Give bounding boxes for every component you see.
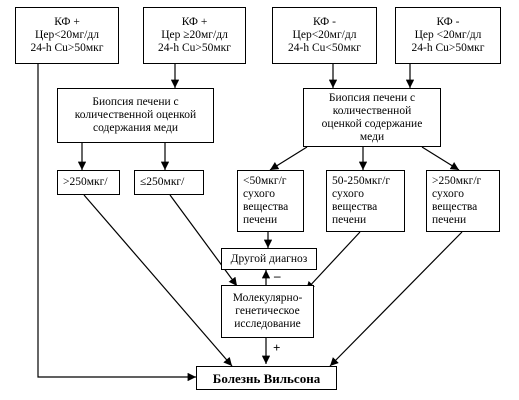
box-result-lt50: <50мкг/г сухого вещества печени <box>237 170 304 232</box>
plus-sign-label: + <box>273 340 281 355</box>
box-other-diagnosis: Другой диагноз <box>221 248 317 270</box>
box-line: >250мкг/г <box>432 175 482 187</box>
box-wilson-disease: Болезнь Вильсона <box>196 366 337 390</box>
arrow-biopsy-to-gt250r <box>421 146 460 171</box>
box-line: вещества <box>332 201 378 213</box>
minus-sign-label: – <box>274 268 281 283</box>
box-result-le250: ≤250мкг/ <box>134 170 204 195</box>
box-line: Биопсия печени с <box>328 91 416 104</box>
box-line: 24-h Cu<50мкг <box>288 42 361 54</box>
box-biopsy-left: Биопсия печени с количественной оценкой … <box>57 88 214 143</box>
box-line: Другой диагноз <box>230 252 308 265</box>
box-line: сухого <box>432 188 464 200</box>
arrow-kfpos-to-wilson <box>37 64 196 382</box>
box-line: Болезнь Вильсона <box>212 370 321 386</box>
box-line: 24-h Cu>50мкг <box>158 42 231 54</box>
box-line: >250мкг/ <box>63 176 108 188</box>
box-kf-pos-cer-low: КФ + Цер<20мг/дл 24-h Cu>50мкг <box>15 7 119 64</box>
box-line: вещества <box>243 201 289 213</box>
box-line: 24-h Cu>50мкг <box>411 42 485 54</box>
box-line: Цер ≥20мг/дл <box>161 29 228 41</box>
box-line: ≤250мкг/ <box>140 176 185 188</box>
arrow-biopsy-to-lt50 <box>269 146 308 171</box>
box-line: содержания меди <box>93 122 178 134</box>
box-line: генетическое <box>235 305 300 317</box>
box-line: печени <box>332 214 367 226</box>
arrow-gt250r-to-wilson <box>329 231 463 367</box>
box-result-gt250-left: >250мкг/ <box>57 170 120 195</box>
box-line: КФ - <box>436 16 460 28</box>
box-line: КФ + <box>181 16 208 28</box>
box-line: КФ + <box>54 16 80 28</box>
box-line: печени <box>432 214 467 226</box>
box-result-gt250-right: >250мкг/г сухого вещества печени <box>426 170 500 232</box>
box-line: количественной оценкой <box>74 109 197 121</box>
box-line: КФ - <box>313 16 336 28</box>
box-line: печени <box>243 214 278 226</box>
box-line: Молекулярно- <box>232 292 303 304</box>
box-kf-neg-cu-high: КФ - Цер <20мг/дл 24-h Cu>50мкг <box>395 7 501 64</box>
box-line: количественной <box>332 104 412 117</box>
box-kf-pos-cer-high: КФ + Цер ≥20мг/дл 24-h Cu>50мкг <box>143 7 246 64</box>
box-kf-neg-cu-low: КФ - Цер<20мг/дл 24-h Cu<50мкг <box>272 7 377 64</box>
box-line: меди <box>359 130 385 143</box>
box-line: исследование <box>234 318 301 330</box>
box-line: Биопсия печени с <box>92 96 179 108</box>
box-line: вещества <box>432 201 478 213</box>
arrow-le250-to-molecular <box>169 194 238 287</box>
box-line: сухого <box>332 188 364 200</box>
box-line: 24-h Cu>50мкг <box>30 42 104 54</box>
box-line: сухого <box>243 188 275 200</box>
box-line: <50мкг/г <box>243 175 287 187</box>
box-line: оценкой содержание <box>321 117 423 130</box>
box-biopsy-right: Биопсия печени с количественной оценкой … <box>303 88 441 147</box>
box-line: Цер<20мг/дл <box>292 29 357 41</box>
box-line: 50-250мкг/г <box>332 175 391 187</box>
box-line: Цер <20мг/дл <box>414 29 482 41</box>
box-line: Цер<20мг/дл <box>35 29 99 41</box>
arrow-mid-to-molecular <box>305 231 361 291</box>
arrow-gt250-to-wilson <box>83 194 233 367</box>
box-molecular-genetic: Молекулярно- генетическое исследование <box>221 285 314 338</box>
box-result-50-250: 50-250мкг/г сухого вещества печени <box>326 170 405 232</box>
